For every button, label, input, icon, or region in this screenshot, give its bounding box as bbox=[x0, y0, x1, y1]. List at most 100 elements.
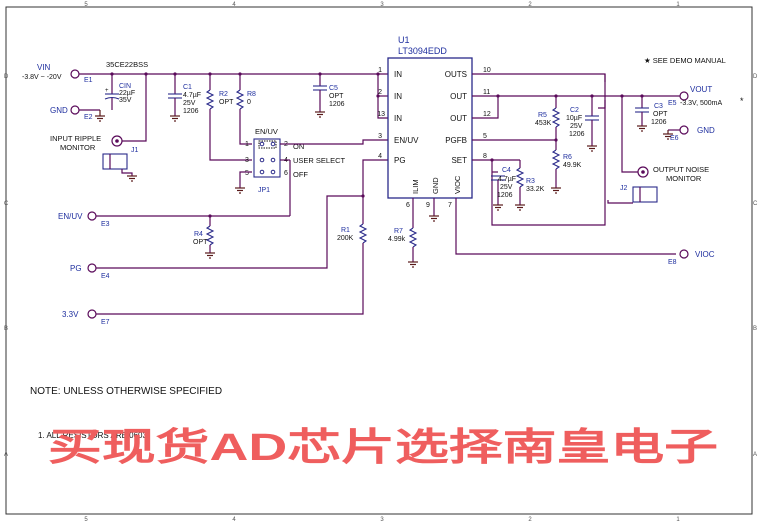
junction-dot bbox=[173, 72, 177, 76]
c5-value: OPT bbox=[329, 93, 344, 100]
r3-ref: R3 bbox=[526, 178, 535, 185]
out-pin12-wire bbox=[472, 96, 499, 119]
border-col-label: 3 bbox=[380, 2, 384, 8]
u1-pin-num: 8 bbox=[483, 153, 487, 160]
j2-ref: J2 bbox=[620, 185, 628, 192]
junction-dot bbox=[208, 72, 212, 76]
jp1-pin[interactable] bbox=[270, 141, 276, 147]
en-uv-ref: E3 bbox=[101, 221, 110, 228]
vout-terminal[interactable] bbox=[679, 91, 689, 101]
c1-voltage: 25V bbox=[183, 100, 196, 107]
u1-pin-name: OUT bbox=[450, 114, 467, 123]
border-row-label: B bbox=[4, 326, 8, 332]
bnc-center bbox=[115, 139, 119, 143]
ground-symbol bbox=[315, 111, 325, 118]
border-row-label: B bbox=[753, 326, 757, 332]
input-ripple-line1: INPUT RIPPLE bbox=[50, 134, 101, 143]
c4-voltage: 25V bbox=[500, 184, 513, 191]
junction-dot bbox=[376, 94, 380, 98]
j1-gnd-wire bbox=[121, 169, 133, 176]
junction-dot bbox=[554, 94, 558, 98]
jp1-body bbox=[253, 138, 281, 178]
u1-pin-name: IN bbox=[394, 114, 402, 123]
u1-pin-num: 2 bbox=[378, 89, 382, 96]
r6-ref: R6 bbox=[563, 154, 572, 161]
c3-ref: C3 bbox=[654, 103, 663, 110]
v33-terminal[interactable] bbox=[87, 309, 97, 319]
cin-ref: CIN bbox=[119, 83, 131, 90]
cin-part: 35CE22BSS bbox=[106, 60, 148, 69]
j1-body bbox=[102, 153, 128, 170]
c4-size: 1206 bbox=[497, 192, 513, 199]
u1-pin-num: 10 bbox=[483, 67, 491, 74]
junction-dot bbox=[640, 94, 644, 98]
cin-value: 22µF bbox=[119, 90, 135, 97]
r1-value: 200K bbox=[337, 235, 354, 242]
pg-terminal[interactable] bbox=[87, 263, 97, 273]
u1-pin-num: 11 bbox=[483, 89, 490, 96]
u1-pin-name: IN bbox=[394, 92, 402, 101]
jp1-pin[interactable] bbox=[270, 157, 276, 163]
vioc-terminal[interactable] bbox=[679, 249, 689, 259]
ground-symbol bbox=[429, 215, 439, 222]
u1-part: LT3094EDD bbox=[398, 46, 447, 56]
vin-terminal[interactable] bbox=[70, 69, 80, 79]
border-col-label: 1 bbox=[676, 2, 680, 8]
u1-pin-num: 4 bbox=[378, 153, 382, 160]
r3-value: 33.2K bbox=[526, 186, 545, 193]
gnd-out-terminal[interactable] bbox=[679, 125, 689, 135]
junction-dot bbox=[110, 72, 114, 76]
border-labels: 5 4 3 2 1 5 4 3 2 1 D C B A D C B A bbox=[4, 2, 758, 522]
u1-pin-name: PG bbox=[394, 156, 406, 165]
ground-symbol bbox=[205, 252, 215, 259]
vioc-label: VIOC bbox=[695, 250, 715, 259]
c5-size: 1206 bbox=[329, 101, 345, 108]
jp1-on-label: ON bbox=[293, 142, 304, 151]
jp1-pin-num: 5 bbox=[245, 170, 249, 177]
jp1-ref: JP1 bbox=[258, 187, 270, 194]
input-ripple-line2: MONITOR bbox=[60, 143, 96, 152]
jp1-pin-num: 6 bbox=[284, 170, 288, 177]
border-col-label: 5 bbox=[84, 517, 88, 522]
ground-symbol bbox=[551, 187, 561, 194]
u1-pin-name: ILIM bbox=[411, 179, 420, 194]
ground-symbol bbox=[95, 110, 105, 122]
u1-pin-num: 3 bbox=[378, 133, 382, 140]
pg-wire bbox=[96, 159, 388, 269]
jp1-pin[interactable] bbox=[259, 157, 265, 163]
u1-pin-num: 1 bbox=[378, 67, 382, 74]
border-col-label: 2 bbox=[528, 517, 532, 522]
jp1-pin[interactable] bbox=[259, 169, 265, 175]
u1-pin-num: 7 bbox=[448, 202, 452, 209]
r7-ref: R7 bbox=[394, 228, 403, 235]
jp1-pin[interactable] bbox=[270, 169, 276, 175]
output-noise-line1: OUTPUT NOISE bbox=[653, 165, 709, 174]
v33-label: 3.3V bbox=[62, 310, 79, 319]
gnd-out-ref: E6 bbox=[670, 135, 679, 142]
r3-body bbox=[515, 167, 525, 188]
jp1-user-select-label: USER SELECT bbox=[293, 156, 346, 165]
en-uv-terminal[interactable] bbox=[87, 211, 97, 221]
u1-pin-name: IN bbox=[394, 70, 402, 79]
r1-ref: R1 bbox=[341, 227, 350, 234]
r2-value: OPT bbox=[219, 99, 234, 106]
border-row-label: D bbox=[753, 74, 758, 80]
junction-dot bbox=[238, 72, 242, 76]
c2-ref: C2 bbox=[570, 107, 579, 114]
pg-ref: E4 bbox=[101, 273, 110, 280]
c4-value: 4.7µF bbox=[498, 176, 516, 183]
c5-ref: C5 bbox=[329, 85, 338, 92]
jp1-pin[interactable] bbox=[259, 141, 265, 147]
r2-to-jp1-wire bbox=[209, 109, 252, 161]
r2-body bbox=[205, 89, 215, 110]
gnd-in-terminal[interactable] bbox=[70, 105, 80, 115]
c1-size: 1206 bbox=[183, 108, 199, 115]
vin-ref: E1 bbox=[84, 77, 93, 84]
r1-to-3v3-wire bbox=[96, 243, 364, 315]
r8-body bbox=[235, 89, 245, 110]
jp1-pin-num: 1 bbox=[245, 141, 249, 148]
r5-value: 453K bbox=[535, 120, 552, 127]
v33-ref: E7 bbox=[101, 319, 110, 326]
vin-range: -3.8V ~ -20V bbox=[22, 74, 62, 81]
jp1-shunt[interactable] bbox=[258, 140, 277, 149]
